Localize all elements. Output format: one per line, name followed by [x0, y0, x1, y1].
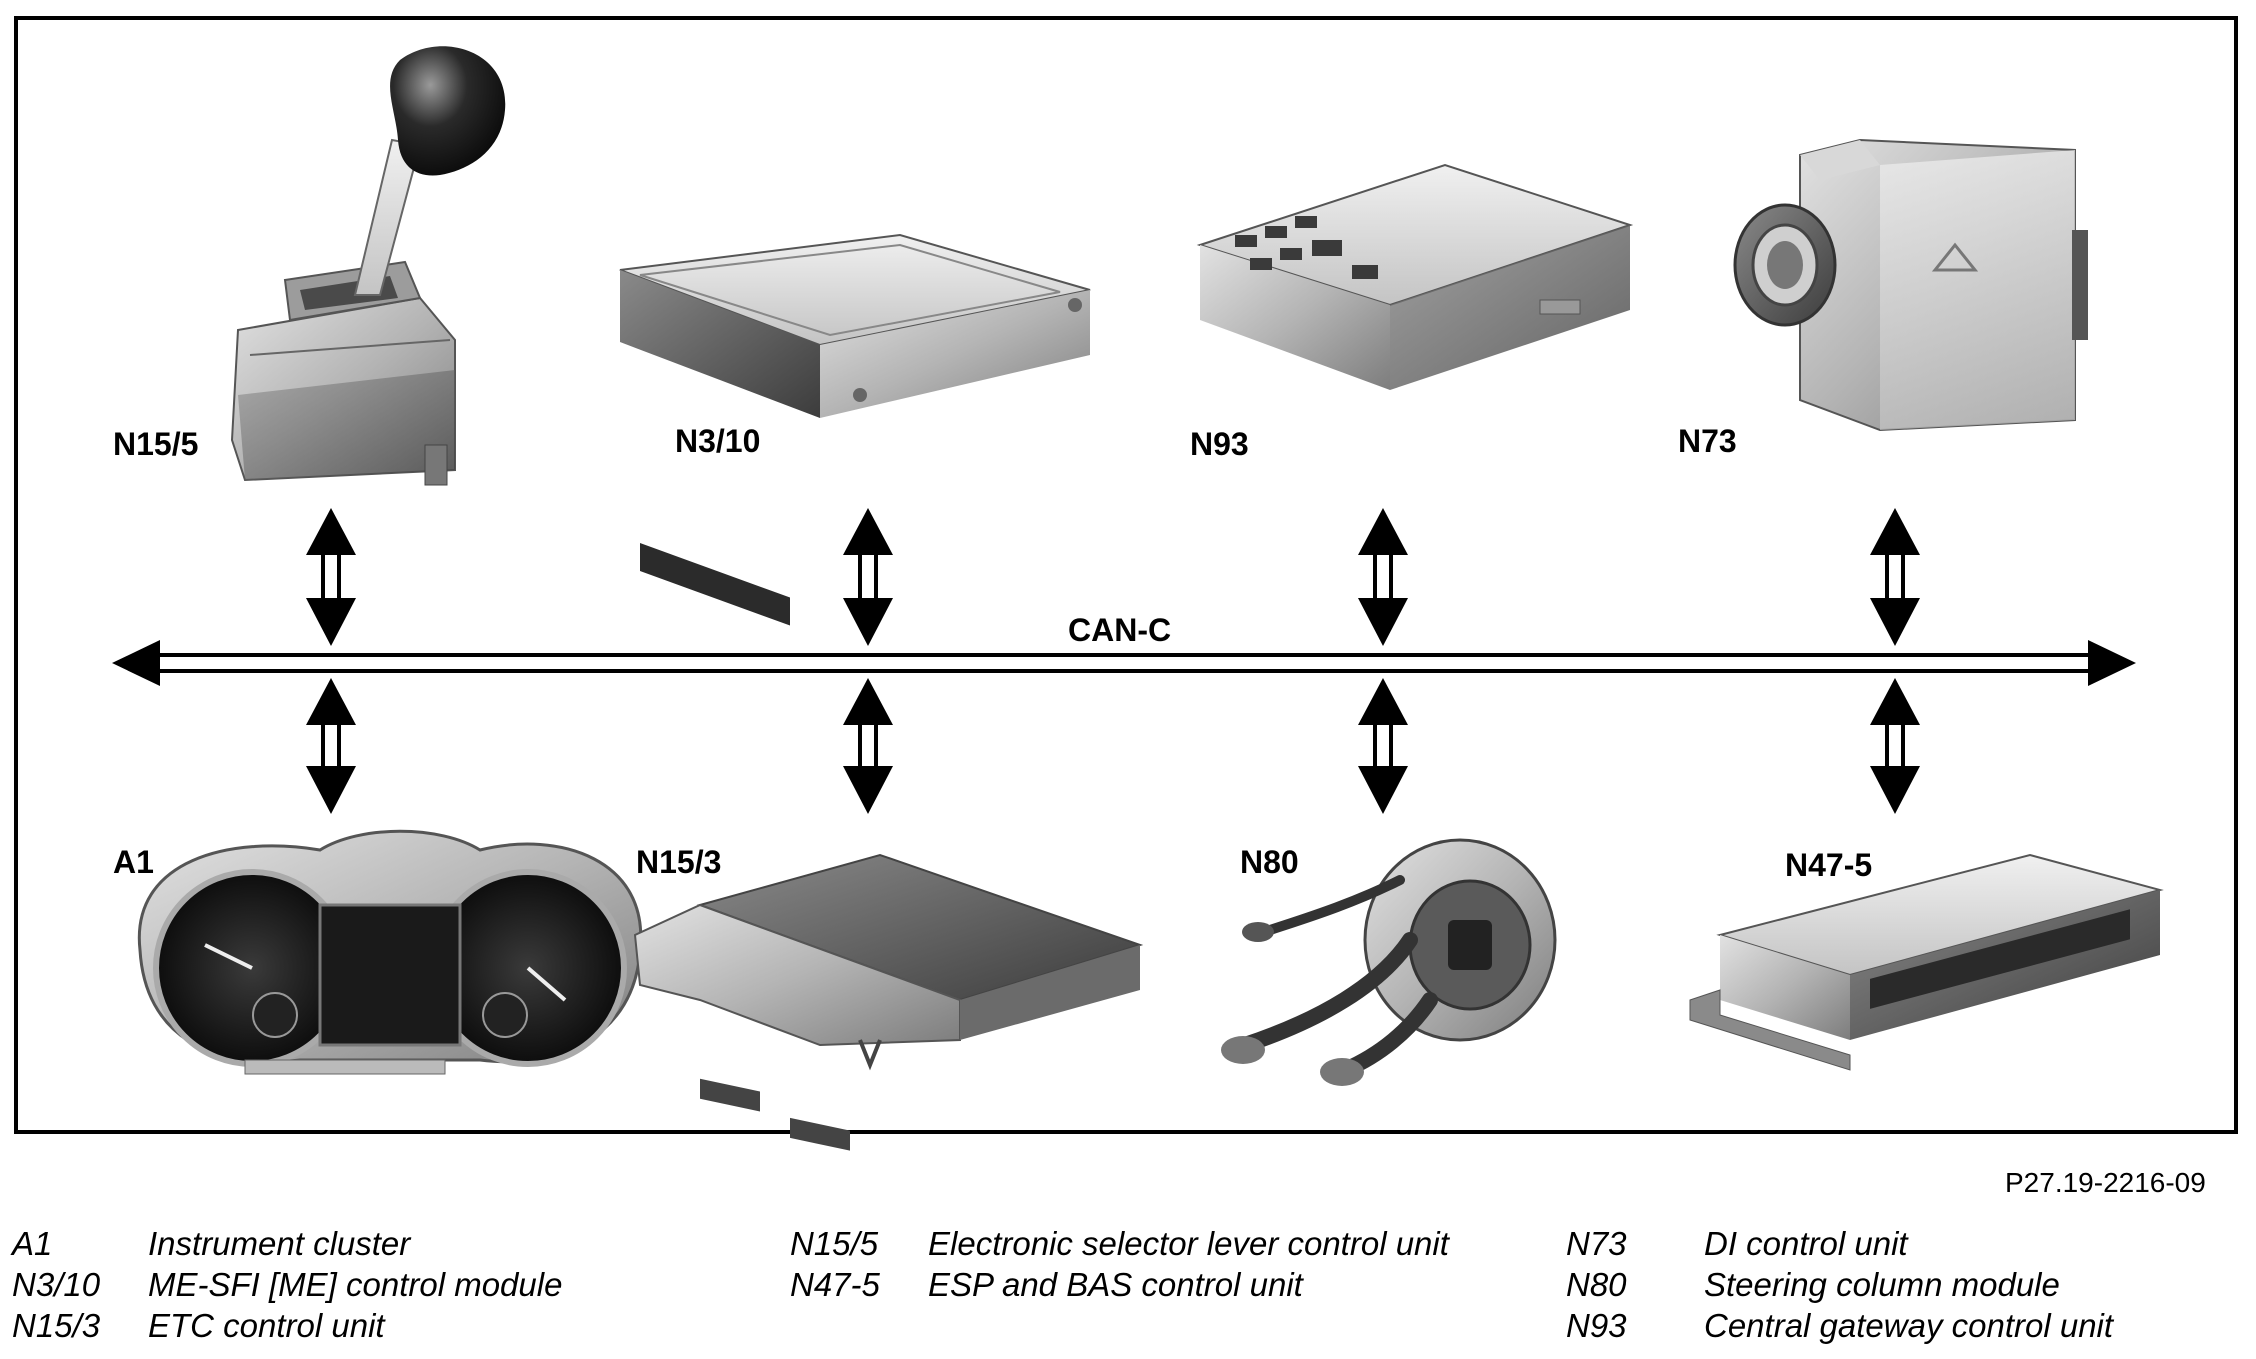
can-c-bus-label: CAN-C — [1068, 612, 1171, 648]
legend-description: Instrument cluster — [148, 1225, 411, 1262]
legend-description: Central gateway control unit — [1704, 1307, 2114, 1344]
connection-arrow-n47-5 — [1870, 678, 1920, 814]
di-control-unit-image — [1733, 138, 2088, 432]
label-a1: A1 — [113, 844, 154, 880]
etc-control-unit-image — [633, 853, 1144, 1151]
connection-arrow-n93 — [1358, 508, 1408, 646]
connection-arrow-n3-10 — [843, 508, 893, 646]
label-n73: N73 — [1678, 423, 1737, 459]
can-c-bus — [112, 640, 2136, 686]
legend-code: N15/3 — [12, 1307, 101, 1344]
legend-code: N15/5 — [790, 1225, 879, 1262]
connection-arrow-n15-5 — [306, 508, 356, 646]
label-n80: N80 — [1240, 844, 1299, 880]
connection-arrow-n80 — [1358, 678, 1408, 814]
steering-column-module-image — [1221, 838, 1557, 1086]
label-n93: N93 — [1190, 426, 1249, 462]
figure-reference: P27.19-2216-09 — [2005, 1167, 2206, 1198]
legend-description: ME-SFI [ME] control module — [148, 1266, 563, 1303]
label-n15-5: N15/5 — [113, 426, 198, 462]
legend-code: N73 — [1566, 1225, 1627, 1262]
legend-description: DI control unit — [1704, 1225, 1908, 1262]
legend-description: Steering column module — [1704, 1266, 2060, 1303]
legend-description: ETC control unit — [148, 1307, 385, 1344]
legend-description: Electronic selector lever control unit — [928, 1225, 1449, 1262]
connection-arrow-n15-3 — [843, 678, 893, 814]
label-n3-10: N3/10 — [675, 423, 760, 459]
label-n15-3: N15/3 — [636, 844, 721, 880]
connection-arrow-a1 — [306, 678, 356, 814]
central-gateway-image — [1196, 163, 1634, 390]
legend-code: N3/10 — [12, 1266, 101, 1303]
legend-code: N47-5 — [790, 1266, 880, 1303]
me-sfi-control-module-image — [619, 233, 1091, 626]
bus-left-arrowhead — [112, 640, 160, 686]
connection-arrow-n73 — [1870, 508, 1920, 646]
legend-code: N93 — [1566, 1307, 1627, 1344]
instrument-cluster-image — [137, 829, 643, 1075]
bus-right-arrowhead — [2088, 640, 2136, 686]
label-n47-5: N47-5 — [1785, 847, 1872, 883]
esp-bas-control-unit-image — [1689, 853, 2164, 1071]
legend-code: A1 — [12, 1225, 53, 1262]
legend-code: N80 — [1566, 1266, 1627, 1303]
selector-lever-image — [230, 46, 506, 486]
legend-description: ESP and BAS control unit — [928, 1266, 1303, 1303]
